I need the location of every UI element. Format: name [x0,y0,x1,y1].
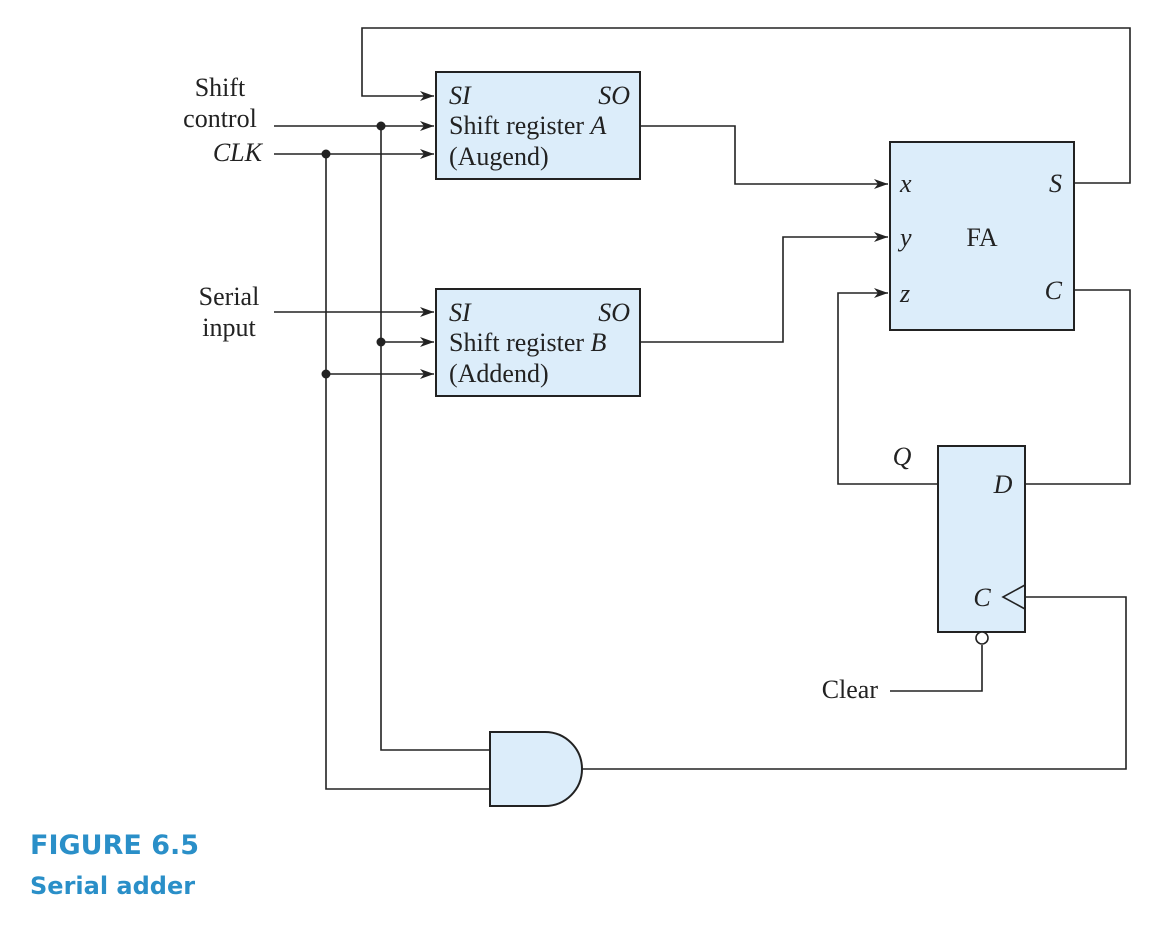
fa-x-label: x [899,169,912,198]
wire-clear [890,645,983,692]
reg-a-role: (Augend) [449,142,549,171]
serial-adder-diagram: Shift control CLK Serial input SI SO Shi… [183,27,1131,807]
ff-d-label: D [993,470,1013,499]
reg-a-si-label: SI [449,81,472,110]
wire-carry-to-d [1025,289,1131,485]
fa-y-label: y [897,223,912,252]
serial-input-label: input [202,313,256,342]
ff-c-label: C [973,583,991,612]
reg-a-so-label: SO [598,81,630,110]
wire-and-to-clock [582,596,1127,770]
reg-b-so-label: SO [598,298,630,327]
shift-control-label: Shift [195,73,246,102]
wire-a-to-x [640,125,888,189]
junction-dot [376,337,386,347]
wire-sum-feedback [361,27,1131,184]
clear-bubble [975,631,989,645]
reg-b-si-label: SI [449,298,472,327]
and-gate [489,731,583,807]
full-adder [889,141,1075,331]
fa-z-label: z [899,279,910,308]
reg-b-name: Shift register B [449,328,607,357]
fa-s-label: S [1049,169,1062,198]
junction-dot [376,121,386,131]
shift-register-b [435,288,641,397]
figure-number: FIGURE 6.5 [30,830,200,861]
wire-shift-control-bus [380,126,490,751]
clk-label: CLK [213,138,264,167]
wire-clk-bus [325,154,490,790]
serial-input-label: Serial [199,282,260,311]
figure-title: Serial adder [30,872,196,900]
reg-b-role: (Addend) [449,359,549,388]
clock-triangle [1001,584,1026,610]
reg-a-name: Shift register A [449,111,607,140]
fa-c-label: C [1045,276,1063,305]
wire-b-to-y [640,232,888,343]
ff-q-label: Q [893,442,912,471]
shift-register-a [435,71,641,180]
shift-control-label: control [183,104,257,133]
wire-q-to-z [837,288,938,485]
clear-label: Clear [822,675,879,704]
fa-name: FA [966,223,998,252]
junction-dot [321,149,331,159]
junction-dot [321,369,331,379]
